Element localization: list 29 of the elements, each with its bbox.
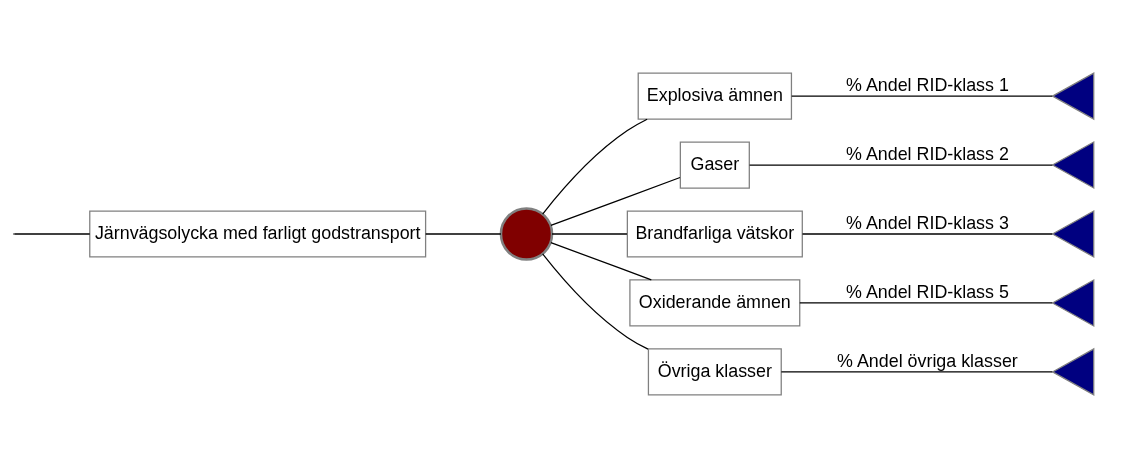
connector [425, 232, 502, 235]
connector [550, 241, 652, 280]
connector [780, 370, 1053, 373]
node-triangle [1051, 71, 1095, 120]
edge-label: % Andel RID-klass 2 [846, 143, 1009, 164]
node-triangle [1051, 278, 1095, 327]
edge-label: % Andel RID-klass 3 [846, 212, 1009, 233]
connector [791, 94, 1053, 97]
node-circle [499, 206, 554, 261]
connector [13, 232, 91, 235]
node-triangle [1051, 140, 1095, 189]
node-box: Övriga klasser [647, 347, 782, 396]
connector [550, 176, 681, 226]
node-box: Explosiva ämnen [637, 71, 793, 120]
node-box: Oxiderande ämnen [629, 278, 801, 327]
node-triangle [1051, 209, 1095, 258]
node-box: Brandfarliga vätskor [626, 209, 803, 258]
node-box: Järnvägsolycka med farligt godstransport [89, 209, 427, 258]
connector [801, 232, 1053, 235]
connector [551, 232, 628, 235]
connector [542, 118, 648, 215]
connector [748, 163, 1054, 166]
node-triangle [1051, 347, 1095, 396]
connector [799, 301, 1053, 304]
connector [542, 252, 649, 350]
edge-label: % Andel övriga klasser [837, 350, 1018, 371]
edge-label: % Andel RID-klass 5 [846, 281, 1009, 302]
edge-label: % Andel RID-klass 1 [846, 74, 1009, 95]
node-box: Gaser [679, 140, 750, 189]
